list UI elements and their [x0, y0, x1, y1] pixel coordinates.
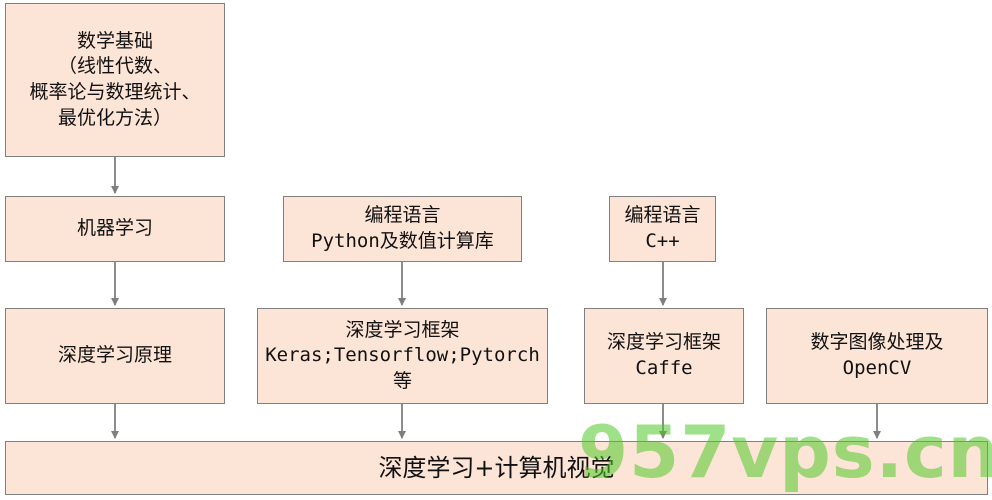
machine-learning-label: 机器学习 — [76, 217, 153, 240]
final-goal-label: 深度学习+计算机视觉 — [378, 453, 615, 482]
framework-keras-label: 深度学习框架 Keras;Tensorflow;Pytorch 等 — [265, 318, 540, 392]
python-label: 编程语言 Python及数值计算库 — [311, 204, 494, 252]
deep-learning-theory-box: 深度学习原理 — [5, 308, 225, 404]
math-foundation-label: 数学基础 （线性代数、 概率论与数理统计、 最优化方法） — [29, 29, 201, 129]
deep-learning-theory-label: 深度学习原理 — [57, 344, 172, 367]
cpp-label: 编程语言 C++ — [624, 204, 701, 252]
framework-caffe-label: 深度学习框架 Caffe — [606, 331, 721, 379]
python-box: 编程语言 Python及数值计算库 — [283, 196, 522, 262]
image-processing-box: 数字图像处理及 OpenCV — [766, 308, 988, 404]
framework-keras-box: 深度学习框架 Keras;Tensorflow;Pytorch 等 — [257, 308, 548, 404]
framework-caffe-box: 深度学习框架 Caffe — [584, 308, 744, 404]
machine-learning-box: 机器学习 — [5, 196, 225, 262]
watermark-text: 957vps.cn — [578, 410, 992, 494]
cpp-box: 编程语言 C++ — [609, 196, 716, 262]
math-foundation-box: 数学基础 （线性代数、 概率论与数理统计、 最优化方法） — [5, 3, 225, 157]
image-processing-label: 数字图像处理及 OpenCV — [810, 331, 944, 379]
final-goal-box: 深度学习+计算机视觉 — [5, 441, 988, 495]
